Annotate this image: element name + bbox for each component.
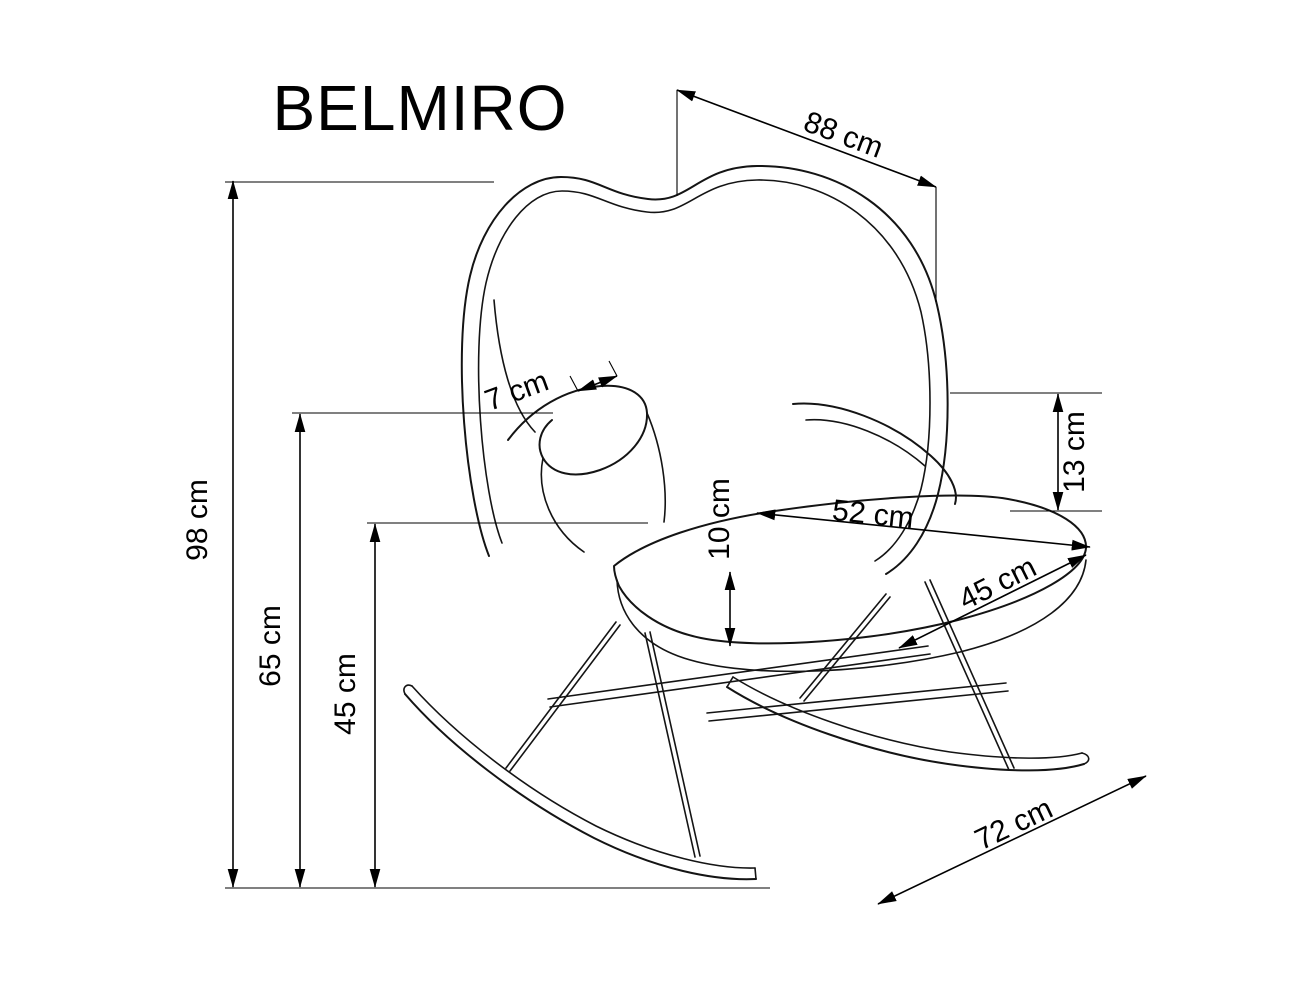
dim-label-13: 13 cm — [1058, 411, 1091, 493]
dim-label-10: 10 cm — [703, 478, 736, 560]
product-title: BELMIRO — [272, 72, 567, 144]
dim-label-98: 98 cm — [181, 479, 214, 561]
extension-tick-7-right — [608, 360, 618, 377]
rocking-chair-drawing — [403, 164, 1090, 881]
leg-front-right — [799, 593, 891, 702]
stretcher-bar-front — [547, 645, 931, 708]
dim-label-88: 88 cm — [799, 105, 887, 165]
rocker-right — [726, 676, 1090, 772]
rocker-left — [403, 684, 757, 881]
left-armrest-underside — [540, 457, 585, 553]
dim-line-52 — [756, 509, 1091, 551]
right-armrest-inner-line — [805, 418, 926, 467]
dim-line-45-seat — [898, 554, 1087, 649]
dim-label-45-height: 45 cm — [329, 653, 362, 735]
dim-label-45-seat: 45 cm — [954, 551, 1042, 617]
dim-line-88 — [676, 89, 937, 188]
extension-tick-7-left — [569, 375, 579, 392]
leg-front-left — [505, 621, 621, 772]
right-armrest-outline — [792, 402, 957, 505]
left-armrest-front-edge — [646, 412, 666, 523]
stretcher-bar-back — [706, 682, 1009, 722]
dim-line-7 — [577, 375, 618, 392]
leg-back-left — [644, 631, 701, 858]
dimension-labels: 98 cm 65 cm 45 cm 88 cm 13 cm 7 cm 10 cm… — [181, 105, 1091, 857]
extension-lines — [225, 90, 1102, 889]
dim-label-52: 52 cm — [831, 494, 916, 535]
dim-line-72 — [877, 775, 1147, 905]
dim-label-72: 72 cm — [970, 792, 1058, 857]
left-wing-crease — [493, 299, 536, 433]
dimension-lines — [227, 89, 1147, 905]
backrest-inner-outline — [477, 179, 931, 562]
dim-label-7: 7 cm — [481, 364, 553, 417]
dim-label-65: 65 cm — [254, 605, 287, 687]
